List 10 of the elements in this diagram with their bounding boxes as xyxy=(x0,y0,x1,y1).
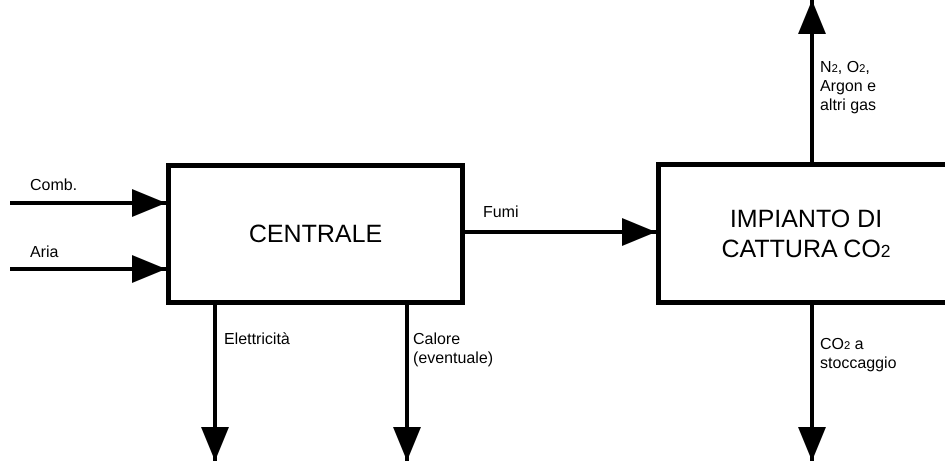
process-box xyxy=(656,162,945,305)
arrow xyxy=(465,218,656,246)
arrow xyxy=(10,189,166,217)
arrow xyxy=(798,305,826,461)
arrow xyxy=(201,305,229,461)
arrow xyxy=(393,305,421,461)
arrow xyxy=(798,0,826,162)
process-box xyxy=(166,163,465,305)
arrow xyxy=(10,255,166,283)
box-label: CENTRALE xyxy=(248,219,384,249)
